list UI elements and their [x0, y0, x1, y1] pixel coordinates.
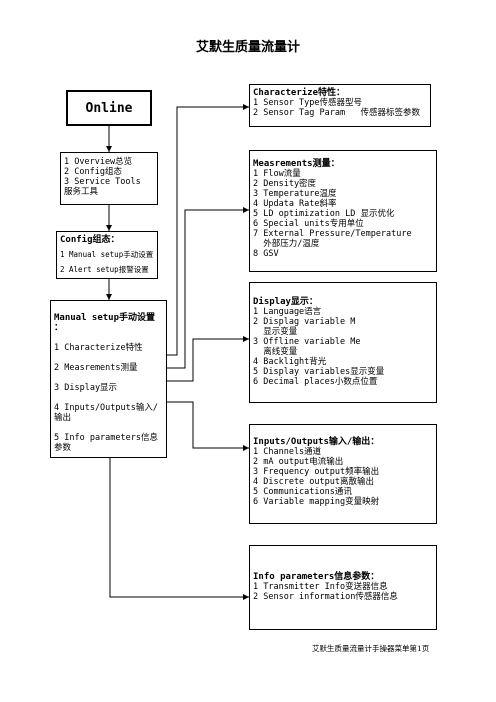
main-menu-item[interactable]: 3 Service Tools: [64, 177, 141, 187]
display-item[interactable]: 6 Decimal places小数点位置: [253, 377, 378, 387]
display-box: Display显示： 1 Language语言 2 Displag variab…: [249, 282, 437, 403]
inputs-outputs-box: Inputs/Outputs输入/输出： 1 Channels通道 2 mA o…: [249, 424, 437, 524]
info-parameters-box: Info parameters信息参数： 1 Transmitter Info变…: [249, 545, 437, 630]
display-item[interactable]: 1 Language语言: [253, 307, 322, 317]
manual-item-characterize[interactable]: 1 Characterize特性: [54, 343, 143, 353]
manual-header: Manual setup手动设置: [54, 313, 156, 323]
info-item[interactable]: 1 Transmitter Info变送器信息: [253, 582, 388, 592]
page-footer: 艾默生质量流量计手操器菜单第1页: [312, 644, 430, 653]
main-menu-box: 1 Overview总览 2 Config组态 3 Service Tools …: [60, 152, 158, 205]
connector-display: [167, 338, 249, 382]
characterize-item[interactable]: 1 Sensor Type传感器型号: [253, 98, 363, 108]
connector-measurements: [167, 209, 249, 369]
main-menu-item[interactable]: 1 Overview总览: [64, 157, 133, 167]
display-item[interactable]: 2 Displag variable M: [253, 317, 356, 327]
page-title: 艾默生质量流量计: [195, 40, 300, 55]
io-item[interactable]: 5 Communications通讯: [253, 487, 352, 497]
io-item[interactable]: 3 Frequency output频率输出: [253, 467, 380, 477]
measurements-item[interactable]: 1 Flow流量: [253, 169, 301, 179]
manual-item-io[interactable]: 4 Inputs/Outputs输入/: [54, 403, 158, 413]
display-item[interactable]: 3 Offline variable Me: [253, 337, 361, 347]
display-item[interactable]: 5 Display variables显示变量: [253, 367, 385, 377]
config-item[interactable]: 1 Manual setup手动设置: [60, 250, 154, 259]
io-header: Inputs/Outputs输入/输出：: [253, 437, 380, 447]
io-item[interactable]: 1 Channels通道: [253, 447, 322, 457]
info-header: Info parameters信息参数：: [253, 572, 380, 582]
display-item-cont: 离线变量: [253, 347, 298, 357]
measurements-item[interactable]: 7 External Pressure/Temperature: [253, 229, 412, 239]
online-label: Online: [85, 100, 133, 116]
characterize-box: Characterize特性： 1 Sensor Type传感器型号 2 Sen…: [249, 84, 431, 127]
display-header: Display显示：: [253, 297, 318, 307]
manual-item-info-cont: 参数: [54, 443, 72, 453]
connector-io: [167, 401, 249, 449]
manual-setup-box: Manual setup手动设置 ： 1 Characterize特性 2 Me…: [50, 300, 167, 458]
main-menu-item[interactable]: 2 Config组态: [64, 167, 122, 177]
config-header: Config组态：: [60, 235, 120, 245]
manual-item-measurements[interactable]: 2 Measrements测量: [54, 363, 138, 373]
measurements-item[interactable]: 8 GSV: [253, 249, 279, 259]
display-item[interactable]: 4 Backlight背光: [253, 357, 327, 367]
measurements-item[interactable]: 5 LD optimization LD 显示优化: [253, 209, 395, 219]
manual-item-io-cont: 输出: [54, 413, 72, 423]
manual-item-display[interactable]: 3 Display显示: [54, 383, 118, 393]
io-item[interactable]: 4 Discrete output离散输出: [253, 477, 374, 487]
io-item[interactable]: 2 mA output电流输出: [253, 457, 344, 467]
measurements-box: Measrements测量： 1 Flow流量 2 Density密度 3 Te…: [249, 150, 437, 272]
measurements-item[interactable]: 2 Density密度: [253, 179, 317, 189]
online-box[interactable]: Online: [66, 90, 152, 126]
characterize-header: Characterize特性：: [253, 88, 346, 98]
measurements-item[interactable]: 4 Updata Rate斜率: [253, 199, 337, 209]
measurements-item[interactable]: 3 Temperature温度: [253, 189, 337, 199]
main-menu-item: 服务工具: [64, 187, 99, 197]
io-item[interactable]: 6 Variable mapping变量映射: [253, 497, 380, 507]
connector-characterize: [167, 106, 249, 356]
manual-item-info[interactable]: 5 Info parameters信息: [54, 433, 158, 443]
characterize-item[interactable]: 2 Sensor Tag Param 传感器标签参数: [253, 108, 420, 118]
config-item[interactable]: 2 Alert setup报警设置: [60, 265, 149, 274]
info-item[interactable]: 2 Sensor information传感器信息: [253, 592, 398, 602]
display-item-cont: 显示变量: [253, 327, 298, 337]
measurements-header: Measrements测量：: [253, 159, 340, 169]
manual-header-colon: ：: [54, 323, 64, 333]
config-box: Config组态： 1 Manual setup手动设置 2 Alert set…: [56, 231, 158, 279]
measurements-item[interactable]: 6 Special units专用单位: [253, 219, 364, 229]
measurements-item-cont: 外部压力/温度: [253, 239, 320, 249]
connector-info: [109, 458, 249, 598]
